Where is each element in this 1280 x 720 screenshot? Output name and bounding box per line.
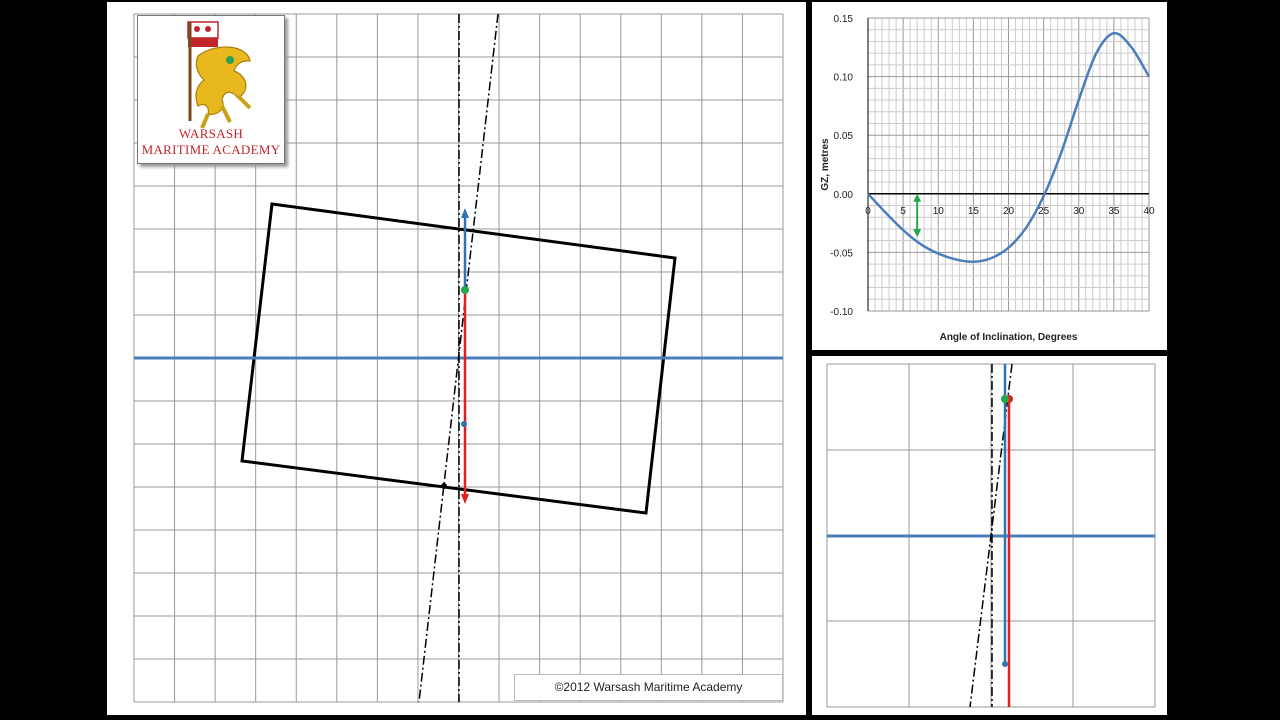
y-tick-label: 0.15 bbox=[834, 14, 854, 25]
gz-curve-panel: 0 5 10 15 20 25 30 35 40 0.15 0.10 0.05 0.00 -0.05 -0.… bbox=[812, 2, 1167, 350]
gz-arrow-head-bottom bbox=[913, 229, 922, 238]
gz-curve-chart: 0 5 10 15 20 25 30 35 40 0.15 0.10 0.05 0.00 -0.05 -0.… bbox=[820, 14, 1155, 343]
y-tick-label: -0.05 bbox=[830, 248, 853, 259]
centre-of-buoyancy-point bbox=[1002, 661, 1008, 667]
keel-point bbox=[441, 483, 447, 489]
x-axis-label: Angle of Inclination, Degrees bbox=[940, 332, 1078, 343]
logo-line-2: MARITIME ACADEMY bbox=[141, 142, 281, 157]
zoom-detail-diagram bbox=[826, 363, 1156, 708]
x-tick-label: 15 bbox=[968, 206, 980, 217]
x-tick-label: 5 bbox=[900, 206, 906, 217]
metacentre-point bbox=[1001, 395, 1009, 403]
y-tick-label: 0.10 bbox=[834, 73, 854, 84]
buoyancy-arrow-head bbox=[461, 208, 469, 218]
centre-of-buoyancy-point bbox=[461, 421, 467, 427]
y-tick-label: -0.10 bbox=[830, 307, 853, 318]
x-tick-label: 30 bbox=[1073, 206, 1085, 217]
logo-line-1: WARSASH bbox=[178, 126, 244, 141]
y-axis-label: GZ, metres bbox=[820, 138, 831, 191]
x-tick-label: 40 bbox=[1143, 206, 1155, 217]
weight-arrow-head bbox=[461, 494, 469, 504]
copyright-notice: ©2012 Warsash Maritime Academy bbox=[514, 674, 783, 701]
x-tick-label: 35 bbox=[1108, 206, 1120, 217]
y-tick-label: 0.00 bbox=[834, 190, 854, 201]
ship-section-panel: WARSASH MARITIME ACADEMY ©2012 Warsash M… bbox=[107, 2, 806, 715]
heeled-centreline bbox=[418, 13, 499, 703]
metacentre-point bbox=[461, 286, 469, 294]
x-tick-label: 10 bbox=[933, 206, 945, 217]
ship-section-diagram bbox=[133, 13, 784, 703]
ship-hull bbox=[240, 202, 677, 515]
x-tick-label: 20 bbox=[1003, 206, 1015, 217]
zoom-detail-panel bbox=[812, 356, 1167, 715]
gz-arrow-head-top bbox=[913, 193, 922, 202]
gz-curve-line bbox=[867, 31, 1151, 264]
x-tick-label: 0 bbox=[865, 206, 871, 217]
dragon-crest-icon bbox=[187, 21, 252, 129]
x-tick-label: 25 bbox=[1038, 206, 1050, 217]
y-tick-label: 0.05 bbox=[834, 131, 854, 142]
warsash-logo: WARSASH MARITIME ACADEMY bbox=[137, 15, 285, 164]
